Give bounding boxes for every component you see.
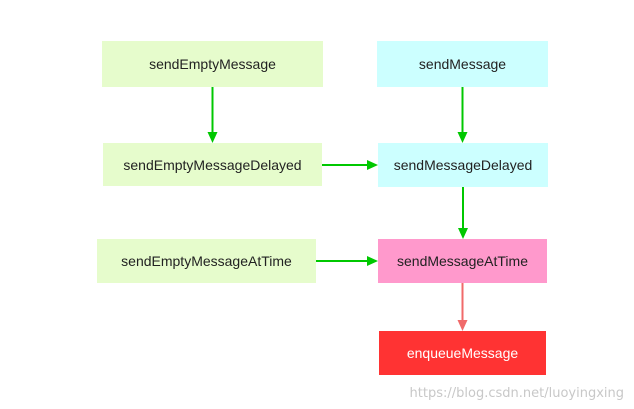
node-label: sendMessage [418,56,507,72]
arrowhead-sendMessage-to-sendMessageDelayed [457,132,468,143]
arrowhead-sendMessageDelayed-to-sendMessageAtTime [458,228,468,239]
node-label: sendEmptyMessage [149,56,276,72]
node-sendEmptyMessageAtTime: sendEmptyMessageAtTime [97,239,316,283]
node-sendMessageAtTime: sendMessageAtTime [378,239,547,283]
node-sendEmptyMessage: sendEmptyMessage [102,41,323,87]
node-sendMessage: sendMessage [377,41,548,87]
watermark-text: https://blog.csdn.net/luoyingxing [409,386,624,401]
arrowhead-sendEmptyMessageDelayed-to-sendMessageDelayed [367,160,378,170]
node-label: enqueueMessage [406,345,519,361]
arrowhead-sendMessageAtTime-to-enqueueMessage [457,320,468,331]
node-sendEmptyMessageDelayed: sendEmptyMessageDelayed [103,143,322,186]
node-label: sendMessageAtTime [397,253,528,269]
node-enqueueMessage: enqueueMessage [379,331,546,375]
node-sendMessageDelayed: sendMessageDelayed [378,143,548,187]
node-label: sendEmptyMessageAtTime [121,253,292,269]
arrowhead-sendEmptyMessage-to-sendEmptyMessageDelayed [207,132,218,143]
node-label: sendEmptyMessageDelayed [123,156,302,173]
node-label: sendMessageDelayed [393,157,533,173]
arrowhead-sendEmptyMessageAtTime-to-sendMessageAtTime [367,256,378,266]
